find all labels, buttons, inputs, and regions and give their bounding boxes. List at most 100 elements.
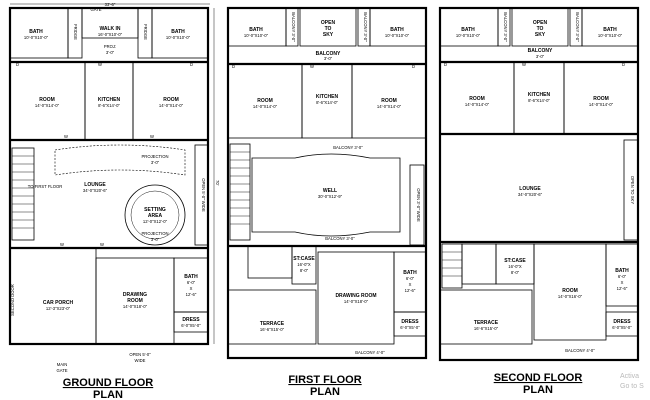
ground-bath-small xyxy=(173,257,209,313)
room-label: LOUNGE xyxy=(519,186,541,192)
room-label: TO xyxy=(537,26,544,32)
room-label: LOUNGE xyxy=(84,182,106,188)
window-mark: W xyxy=(64,134,68,139)
room-label: ST:CASE xyxy=(504,258,526,264)
second-stair xyxy=(441,243,463,289)
room-dimension: 12'-0"X12'-0" xyxy=(143,219,168,224)
room-label: TERRACE xyxy=(474,320,499,326)
room-label: BALCONY xyxy=(528,48,553,54)
first-stcase-box xyxy=(247,245,293,279)
door-mark: D xyxy=(232,64,235,69)
first-open-to-sky xyxy=(299,7,357,47)
room-dimension: 10'-0"X10'-0" xyxy=(385,33,410,38)
room-label: BALCONY xyxy=(316,51,341,57)
room-label: BATH xyxy=(184,274,198,280)
room-label: BATH xyxy=(615,268,629,274)
room-dimension: 14'-0"X18'-0" xyxy=(344,299,369,304)
room-label: OPEN 3'-0" WIDE xyxy=(416,188,421,222)
room-dimension: 3'-0" xyxy=(151,160,160,165)
room-label: DRAWING xyxy=(123,292,147,298)
room-dimension: 3'-0" xyxy=(324,56,333,61)
door-mark: D xyxy=(16,62,19,67)
room-dimension: 6'-0" xyxy=(618,274,627,279)
room-label: WELL xyxy=(323,188,337,194)
first-dress xyxy=(393,311,427,337)
room-dimension: 14'-0"X18'-0" xyxy=(123,304,148,309)
ground-open-side xyxy=(194,144,209,246)
room-label: ST:CASE xyxy=(293,256,315,262)
ground-setting-area-circle xyxy=(124,184,186,246)
room-dimension: 6'-0" xyxy=(406,276,415,281)
room-label: OPEN xyxy=(321,20,336,26)
room-dimension: 10'-0"X10'-0" xyxy=(456,33,481,38)
first-bath-right xyxy=(369,7,427,47)
plot-width-dimension: 33'-6" xyxy=(105,2,116,7)
second-balcony-left xyxy=(497,7,511,47)
room-dimension: 14'-0"X14'-0" xyxy=(377,104,402,109)
top-gate-label: GATE xyxy=(90,7,101,12)
second-outer-wall xyxy=(438,6,640,362)
room-label: AREA xyxy=(148,213,163,219)
room-label: BALCONY 3'-0" xyxy=(325,236,355,241)
room-label: PROJECTION xyxy=(142,231,169,236)
main-gate-label: GATE xyxy=(56,368,67,373)
room-label: OPEN 5'-0" WIDE xyxy=(201,178,206,212)
ground-car-porch xyxy=(9,247,97,345)
room-dimension: 8'-6"X14'-0" xyxy=(98,103,120,108)
room-dimension: 12'-6" xyxy=(617,286,628,291)
room-label: KITCHEN xyxy=(316,94,339,100)
room-label: ROOM xyxy=(469,96,485,102)
room-dimension: 10'-0"X10'-0" xyxy=(244,33,269,38)
door-mark: D xyxy=(444,62,447,67)
room-dimension: X xyxy=(409,282,412,287)
second-floor-plan: BATH 10'-0"X10'-0" BALCONY 3'-0" OPEN TO… xyxy=(438,6,640,396)
room-label: BALCONY 3'-0" xyxy=(291,12,296,42)
room-label: TO xyxy=(325,26,332,32)
door-mark: D xyxy=(190,62,193,67)
second-open-to-sky-side xyxy=(623,139,639,241)
room-label: KITCHEN xyxy=(98,97,121,103)
room-dimension: 3'-0" xyxy=(536,54,545,59)
room-dimension: 3'-0" xyxy=(151,237,160,242)
plot-length-dimension: 70' xyxy=(215,180,220,186)
room-dimension: 12'-6" xyxy=(405,288,416,293)
ground-floor-title: GROUND FLOOR xyxy=(63,377,153,389)
watermark-text: Activa xyxy=(620,373,639,380)
room-dimension: 16'-0"X xyxy=(297,262,311,267)
room-label: PROJECTION xyxy=(142,154,169,159)
room-label: OPEN TO SKY xyxy=(630,176,635,204)
room-dimension: 16'-6"X15'-0" xyxy=(260,327,285,332)
room-label: ROOM xyxy=(257,98,273,104)
room-dimension: 34'-0"X20'-6" xyxy=(83,188,108,193)
room-label: SETTING xyxy=(144,207,166,213)
room-dimension: 6'-0" xyxy=(187,280,196,285)
first-well-outline xyxy=(251,153,401,237)
window-mark: W xyxy=(522,62,526,67)
room-label: ROOM xyxy=(562,288,578,294)
room-label: ROOM xyxy=(593,96,609,102)
room-label: PROJ: xyxy=(104,44,116,49)
room-label: DRAWING ROOM xyxy=(335,293,376,299)
room-label: DRESS xyxy=(613,319,631,325)
ground-setting-area-inner xyxy=(130,190,180,240)
room-label: ROOM xyxy=(381,98,397,104)
room-label: CAR PORCH xyxy=(43,300,74,306)
room-label: BALCONY 3'-0" xyxy=(575,12,580,42)
first-balcony-left xyxy=(285,7,299,47)
room-dimension: X xyxy=(190,286,193,291)
door-label: SECOND DOOR xyxy=(10,284,15,316)
room-dimension: 12'-6" xyxy=(186,292,197,297)
room-dimension: 10'-0"X10'-0" xyxy=(24,35,49,40)
room-label: BALCONY 3'-0" xyxy=(333,145,363,150)
room-dimension: X xyxy=(621,280,624,285)
room-dimension: 3'-0" xyxy=(106,50,115,55)
room-dimension: 16'-6"X15'-0" xyxy=(474,326,499,331)
second-bath-small xyxy=(605,243,639,307)
second-floor-title: SECOND FLOOR xyxy=(494,372,583,384)
first-room-right xyxy=(351,63,427,139)
window-mark: W xyxy=(310,64,314,69)
room-label: ROOM xyxy=(127,298,143,304)
room-label: OPEN xyxy=(533,20,548,26)
room-label: BATH xyxy=(171,29,185,35)
